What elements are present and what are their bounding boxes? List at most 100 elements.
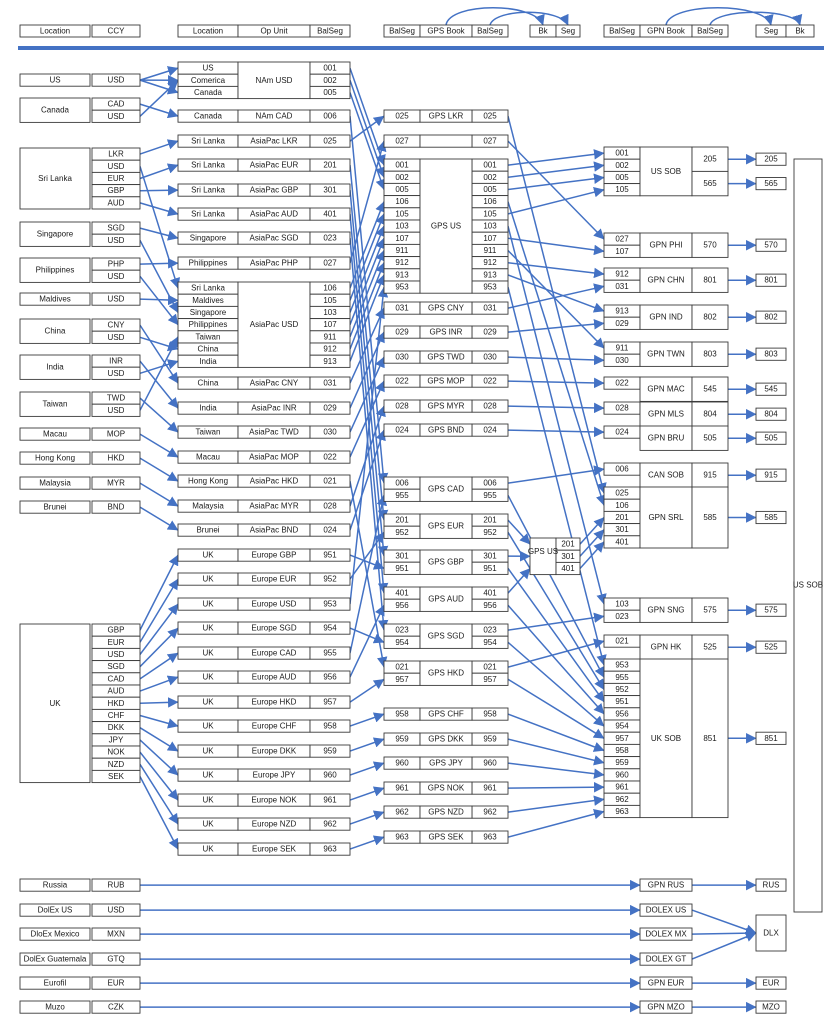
header-arc	[445, 7, 545, 26]
gps-balseg-in-code: 023	[395, 626, 409, 635]
op-location: US	[202, 64, 213, 73]
balseg-code: 025	[323, 137, 337, 146]
gpn-book-cell	[639, 341, 693, 367]
ccy-code: AUD	[108, 198, 125, 207]
gps-balseg-out-code: 029	[483, 328, 497, 337]
flow-arrow	[139, 603, 179, 655]
op-unit-name: Europe HKD	[252, 698, 297, 707]
gps-book-name: GPS MOP	[427, 377, 464, 386]
gps-balseg-out-code: 951	[483, 564, 497, 573]
op-unit-name: AsiaPac AUD	[250, 210, 298, 219]
gps-balseg-in-code: 103	[395, 222, 409, 231]
segment-output-code: 915	[764, 471, 778, 480]
gpn-balseg-out	[691, 232, 729, 258]
op-unit-name: NAm USD	[256, 76, 293, 85]
gpn-balseg-in-code: 002	[615, 161, 629, 170]
entity-name-cell	[19, 952, 91, 966]
gpn-balseg-out	[691, 304, 729, 330]
ccy-cell	[91, 196, 141, 210]
op-unit-name: Europe USD	[252, 600, 297, 609]
gps-balseg-in-code: 954	[395, 638, 409, 647]
segment-output-code: 570	[764, 241, 778, 250]
balseg-cell	[309, 401, 351, 415]
balseg-cell	[309, 817, 351, 831]
entity-ccy-cell	[91, 927, 141, 941]
location-name: Philippines	[36, 266, 75, 275]
location-cell	[19, 623, 91, 784]
gps-balseg-in-code: 956	[395, 601, 409, 610]
op-unit-name: AsiaPac BND	[250, 526, 299, 535]
segment-output-cell	[755, 510, 787, 525]
flow-arrow	[139, 776, 179, 850]
ccy-cell	[91, 500, 141, 514]
gpn-book-cell	[639, 376, 693, 402]
flow-arrow	[139, 336, 179, 352]
gps-balseg-in-code: 027	[395, 137, 409, 146]
balseg-cell	[309, 670, 351, 684]
flow-arrow	[139, 324, 179, 384]
gps-book-name: GPS SGD	[428, 632, 465, 641]
gpn-balseg-in-code: 001	[615, 149, 629, 158]
header-gpn-bk: Bk	[795, 27, 805, 36]
flow-arrow	[139, 763, 179, 825]
balseg-cell	[309, 597, 351, 611]
gps-book-name: GPS INR	[430, 328, 463, 337]
gpn-book-name: UK SOB	[651, 734, 681, 743]
segment-output-cell	[755, 640, 787, 654]
op-location: UK	[202, 551, 214, 560]
gpn-balseg-in-code: 024	[615, 428, 629, 437]
entity-output-cell	[755, 878, 787, 892]
ccy-code: BND	[108, 503, 125, 512]
flow-arrow	[349, 356, 385, 433]
ccy-code: USD	[108, 112, 125, 121]
balseg-code: 961	[323, 796, 337, 805]
balseg-code: 951	[323, 551, 337, 560]
entity-name: Eurofil	[44, 979, 67, 988]
gpn-balseg-out	[691, 376, 729, 402]
flow-arrow	[349, 786, 385, 801]
gpn-balseg-out-code: 585	[703, 513, 717, 522]
op-location: Maldives	[192, 296, 224, 305]
gps-book-name: GPS CAD	[428, 485, 464, 494]
header-gps-book: GPS Book	[427, 27, 465, 36]
location-cell	[19, 500, 91, 514]
gpn-book-name: US SOB	[651, 167, 681, 176]
gps-balseg-out-code: 961	[483, 784, 497, 793]
balseg-code: 002	[323, 76, 337, 85]
ccy-code: USD	[108, 76, 125, 85]
flow-arrow	[349, 761, 385, 776]
flow-arrow	[507, 225, 607, 605]
entity-output: MZO	[762, 1003, 780, 1012]
gpn-balseg-in-code: 023	[615, 612, 629, 621]
gps-balseg-in-code: 401	[395, 589, 409, 598]
ccy-code: CAD	[108, 674, 125, 683]
gpn-balseg-in-code: 301	[615, 525, 629, 534]
segment-output-cell	[755, 407, 787, 421]
ccy-code: AUD	[108, 687, 125, 696]
flow-arrow	[691, 927, 757, 939]
gps-us-seg-cell	[555, 561, 581, 576]
gps-balseg-out-code: 301	[483, 552, 497, 561]
op-location: Philippines	[189, 320, 228, 329]
op-unit-name: Europe NZD	[252, 820, 297, 829]
gps-book-cell	[419, 549, 473, 575]
gps-balseg-out-code: 953	[483, 283, 497, 292]
flow-arrow	[579, 529, 605, 557]
gps-balseg-out-code: 001	[483, 161, 497, 170]
gps-book-cell	[419, 732, 473, 746]
flow-arrow	[139, 66, 179, 81]
ccy-cell	[91, 427, 141, 441]
gps-balseg-in-code: 911	[396, 246, 409, 255]
gpn-balseg-out-code: 575	[703, 606, 717, 615]
header-gpn-balseg-b-cell	[691, 24, 729, 38]
balseg-cell	[309, 474, 351, 488]
flow-arrow	[139, 457, 179, 482]
entity-book-cell	[639, 903, 693, 917]
gps-balseg-out-code: 955	[483, 491, 497, 500]
gps-book-name: GPS DKK	[428, 735, 464, 744]
gps-balseg-out-code: 030	[483, 353, 497, 362]
op-unit-name: AsiaPac CNY	[250, 379, 299, 388]
gpn-balseg-out-code: 545	[703, 385, 717, 394]
flow-arrow	[507, 638, 605, 668]
ccy-code: NOK	[107, 748, 125, 757]
